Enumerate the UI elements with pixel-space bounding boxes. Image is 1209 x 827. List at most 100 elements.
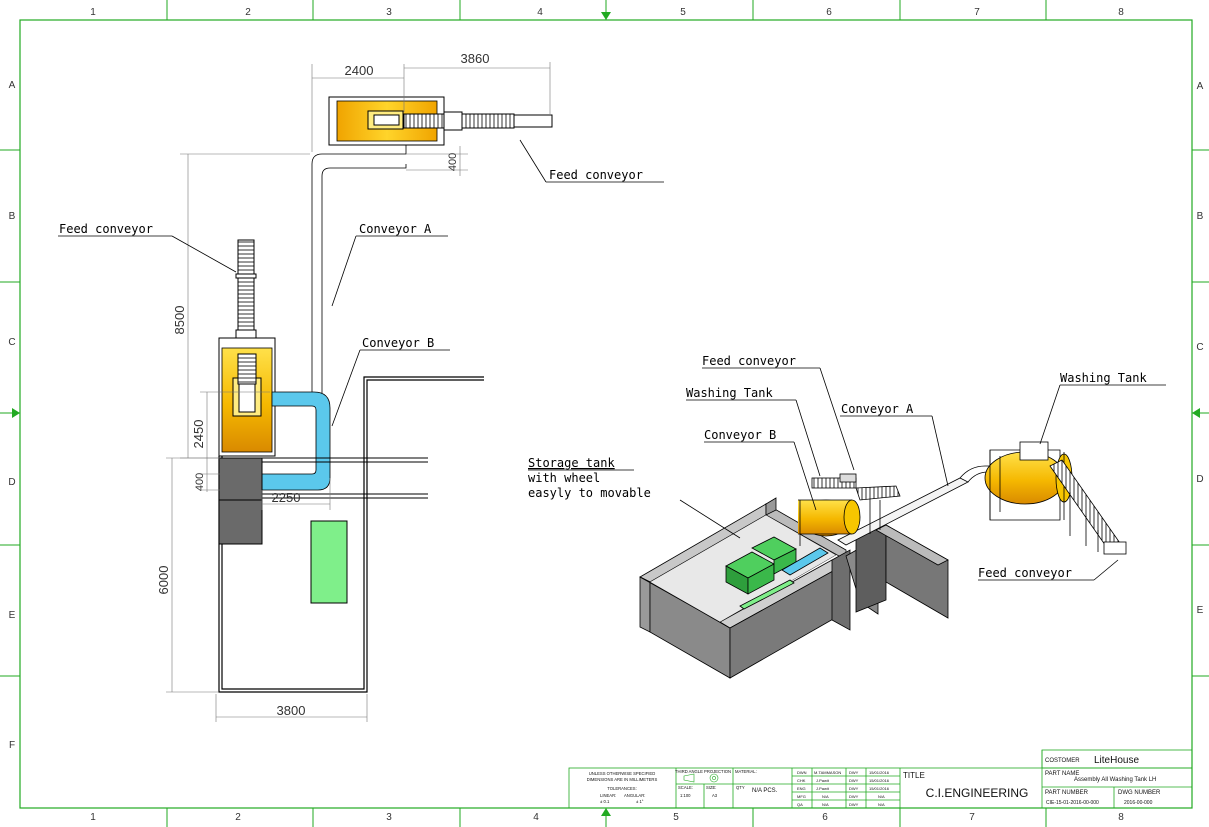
approval-date: 15/01/2016 — [869, 770, 890, 775]
tb-title-label: TITLE — [903, 771, 925, 780]
plan-callout-labels: Feed conveyor Feed conveyor Conveyor A C… — [59, 168, 643, 350]
col-label: 8 — [1118, 812, 1124, 823]
col-label: 3 — [386, 7, 392, 18]
plan-dark-block-1 — [218, 457, 263, 501]
tb-scale-label: SCALE: — [678, 785, 693, 790]
plan-dimension-labels: 2400 3860 400 8500 2450 400 2250 6000 38… — [156, 51, 489, 718]
tb-linear: LINEAR: — [600, 793, 616, 798]
row-label: B — [9, 211, 16, 222]
dim-400-lower: 400 — [194, 473, 206, 491]
tb-customer-value: LiteHouse — [1094, 755, 1139, 766]
tb-material-label: MATERIAL: — [735, 769, 757, 774]
label-iso-storage-note-2: easyly to movable — [528, 486, 651, 500]
tb-qty-value: N/A PCS. — [752, 788, 778, 794]
approval-name: N/A — [822, 794, 829, 799]
tb-size-label: SIZE: — [706, 785, 716, 790]
row-labels-left: A B C D E F — [8, 80, 15, 751]
approvals-table: DWN M.TAMMASON DWY 15/01/2016 CHK J.Pawi… — [797, 770, 890, 807]
row-label: F — [9, 740, 15, 751]
approval-role: CHK — [797, 778, 806, 783]
dim-2450: 2450 — [191, 420, 206, 449]
tb-company: C.I.ENGINEERING — [926, 786, 1029, 800]
label-iso-washing-tank-left: Washing Tank — [686, 386, 773, 400]
tb-projection: THIRD ANGLE PROJECTION — [675, 769, 731, 774]
col-label: 8 — [1118, 7, 1124, 18]
col-label: 5 — [673, 812, 679, 823]
dim-6000: 6000 — [156, 566, 171, 595]
plan-feed-conveyor-left — [235, 239, 257, 349]
plan-storage-room — [218, 376, 484, 693]
iso-view — [639, 441, 1127, 679]
column-labels-bottom: 1 2 3 4 5 6 7 8 — [90, 812, 1124, 823]
label-iso-feed-conveyor-bottom: Feed conveyor — [978, 566, 1072, 580]
tb-angular-value: ± 1° — [636, 799, 644, 804]
col-label: 3 — [386, 812, 392, 823]
dim-400-top: 400 — [447, 153, 459, 171]
col-label: 1 — [90, 7, 96, 18]
plan-view — [218, 96, 553, 693]
plan-pipes — [262, 457, 428, 499]
column-labels-top: 1 2 3 4 5 6 7 8 — [90, 7, 1124, 18]
dim-3860: 3860 — [461, 51, 490, 66]
approval-name: N/A — [822, 802, 829, 807]
label-iso-washing-tank-right: Washing Tank — [1060, 371, 1147, 385]
col-label: 2 — [235, 812, 241, 823]
approval-sign: DWY — [849, 786, 859, 791]
approval-date: 15/01/2016 — [869, 778, 890, 783]
plan-storage-tank — [310, 520, 348, 604]
plan-dimensions — [166, 62, 551, 722]
label-iso-conveyor-a: Conveyor A — [841, 402, 914, 416]
plan-tank-left — [218, 337, 276, 457]
tb-linear-value: ± 0.1 — [600, 799, 610, 804]
iso-callout-labels: Feed conveyor Washing Tank Conveyor A Wa… — [528, 354, 1147, 580]
col-label: 4 — [537, 7, 543, 18]
tb-part-name-label: PART NAME — [1045, 771, 1079, 777]
iso-wall-right-1 — [831, 549, 851, 631]
approval-sign: DWY — [849, 778, 859, 783]
tb-qty-label: QTY — [736, 785, 745, 790]
plan-conveyor-a — [311, 145, 407, 393]
col-label: 4 — [533, 812, 539, 823]
approval-role: DWN — [797, 770, 807, 775]
iso-washing-tank-right — [984, 441, 1127, 555]
label-iso-storage-tank: Storage tank — [528, 456, 615, 470]
row-label: B — [1197, 211, 1204, 222]
row-label: A — [9, 80, 16, 91]
plan-dark-block-2 — [218, 499, 263, 545]
iso-callouts — [528, 367, 1166, 581]
label-feed-conveyor-top: Feed conveyor — [549, 168, 643, 182]
dim-2400: 2400 — [345, 63, 374, 78]
col-label: 1 — [90, 812, 96, 823]
approval-name: M.TAMMASON — [814, 770, 841, 775]
tb-customer-label: COSTOMER — [1045, 758, 1080, 764]
label-iso-conveyor-b: Conveyor B — [704, 428, 776, 442]
label-conveyor-a: Conveyor A — [359, 222, 432, 236]
tb-dwg-number-label: DWG NUMBER — [1118, 790, 1161, 796]
approval-date: 15/01/2016 — [869, 786, 890, 791]
row-label: D — [1196, 474, 1203, 485]
plan-callouts — [58, 139, 664, 427]
row-label: E — [1197, 605, 1204, 616]
col-label: 6 — [822, 812, 828, 823]
iso-washing-tank-left — [798, 473, 901, 546]
title-block-text: UNLESS OTHERWISE SPECIFIED DIMENSIONS AR… — [587, 769, 778, 804]
tb-part-name-value: Assembly All Washing Tank LH — [1074, 777, 1156, 783]
row-label: C — [1196, 342, 1203, 353]
approval-name: J.Pawit — [816, 786, 830, 791]
row-label: C — [8, 337, 15, 348]
approval-sign: DWY — [849, 770, 859, 775]
label-feed-conveyor-left: Feed conveyor — [59, 222, 153, 236]
title-block — [568, 749, 1193, 809]
label-conveyor-b: Conveyor B — [362, 336, 434, 350]
approval-sign: DWY — [849, 802, 859, 807]
approval-date: N/A — [878, 794, 885, 799]
title-block-main: TITLE C.I.ENGINEERING COSTOMER LiteHouse… — [903, 755, 1161, 806]
approval-name: J.Pawit — [816, 778, 830, 783]
dim-3800: 3800 — [277, 703, 306, 718]
tb-size-value: A3 — [712, 793, 718, 798]
tb-note-1: UNLESS OTHERWISE SPECIFIED — [589, 771, 655, 776]
dim-2250: 2250 — [272, 490, 301, 505]
approval-date: N/A — [878, 802, 885, 807]
projection-symbol — [683, 773, 719, 783]
approval-role: MFG — [797, 794, 806, 799]
